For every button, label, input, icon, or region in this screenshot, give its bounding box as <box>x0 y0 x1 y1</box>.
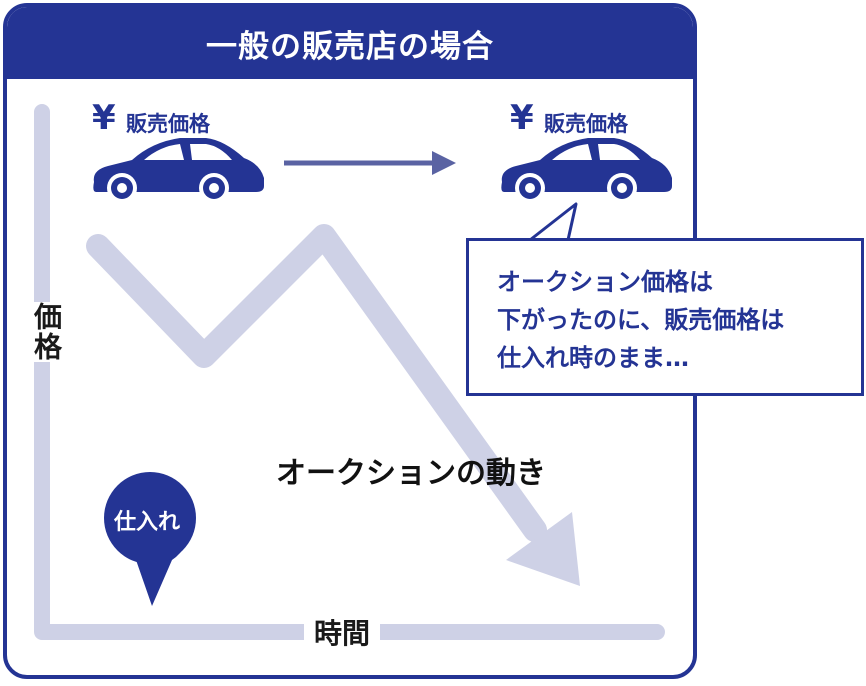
bubble-tail <box>528 202 578 242</box>
yen-icon-1: ¥ <box>92 98 116 138</box>
header-banner: 一般の販売店の場合 <box>7 7 693 79</box>
bubble-line-3: 仕入れ時のまま… <box>497 344 689 372</box>
purchase-pin-label: 仕入れ <box>114 510 181 535</box>
auction-motion-label: オークションの動き <box>276 456 546 491</box>
car-icon-2 <box>501 138 672 203</box>
speech-bubble: オークション価格は 下がったのに、販売価格は 仕入れ時のまま… <box>466 238 864 396</box>
car-price-label-1: 販売価格 <box>126 112 210 136</box>
car-price-label-2: 販売価格 <box>544 112 628 136</box>
x-axis-label: 時間 <box>304 612 381 652</box>
bubble-line-2: 下がったのに、販売価格は <box>497 306 785 334</box>
price-constant-arrow-head <box>432 151 456 175</box>
y-axis-label: 価格 <box>26 302 66 362</box>
auction-arrow-head <box>506 512 580 586</box>
yen-icon-2: ¥ <box>510 98 534 138</box>
bubble-line-1: オークション価格は <box>497 268 713 296</box>
axis-lines <box>34 104 665 640</box>
car-icon-1 <box>93 138 264 203</box>
auction-price-line <box>86 224 547 542</box>
